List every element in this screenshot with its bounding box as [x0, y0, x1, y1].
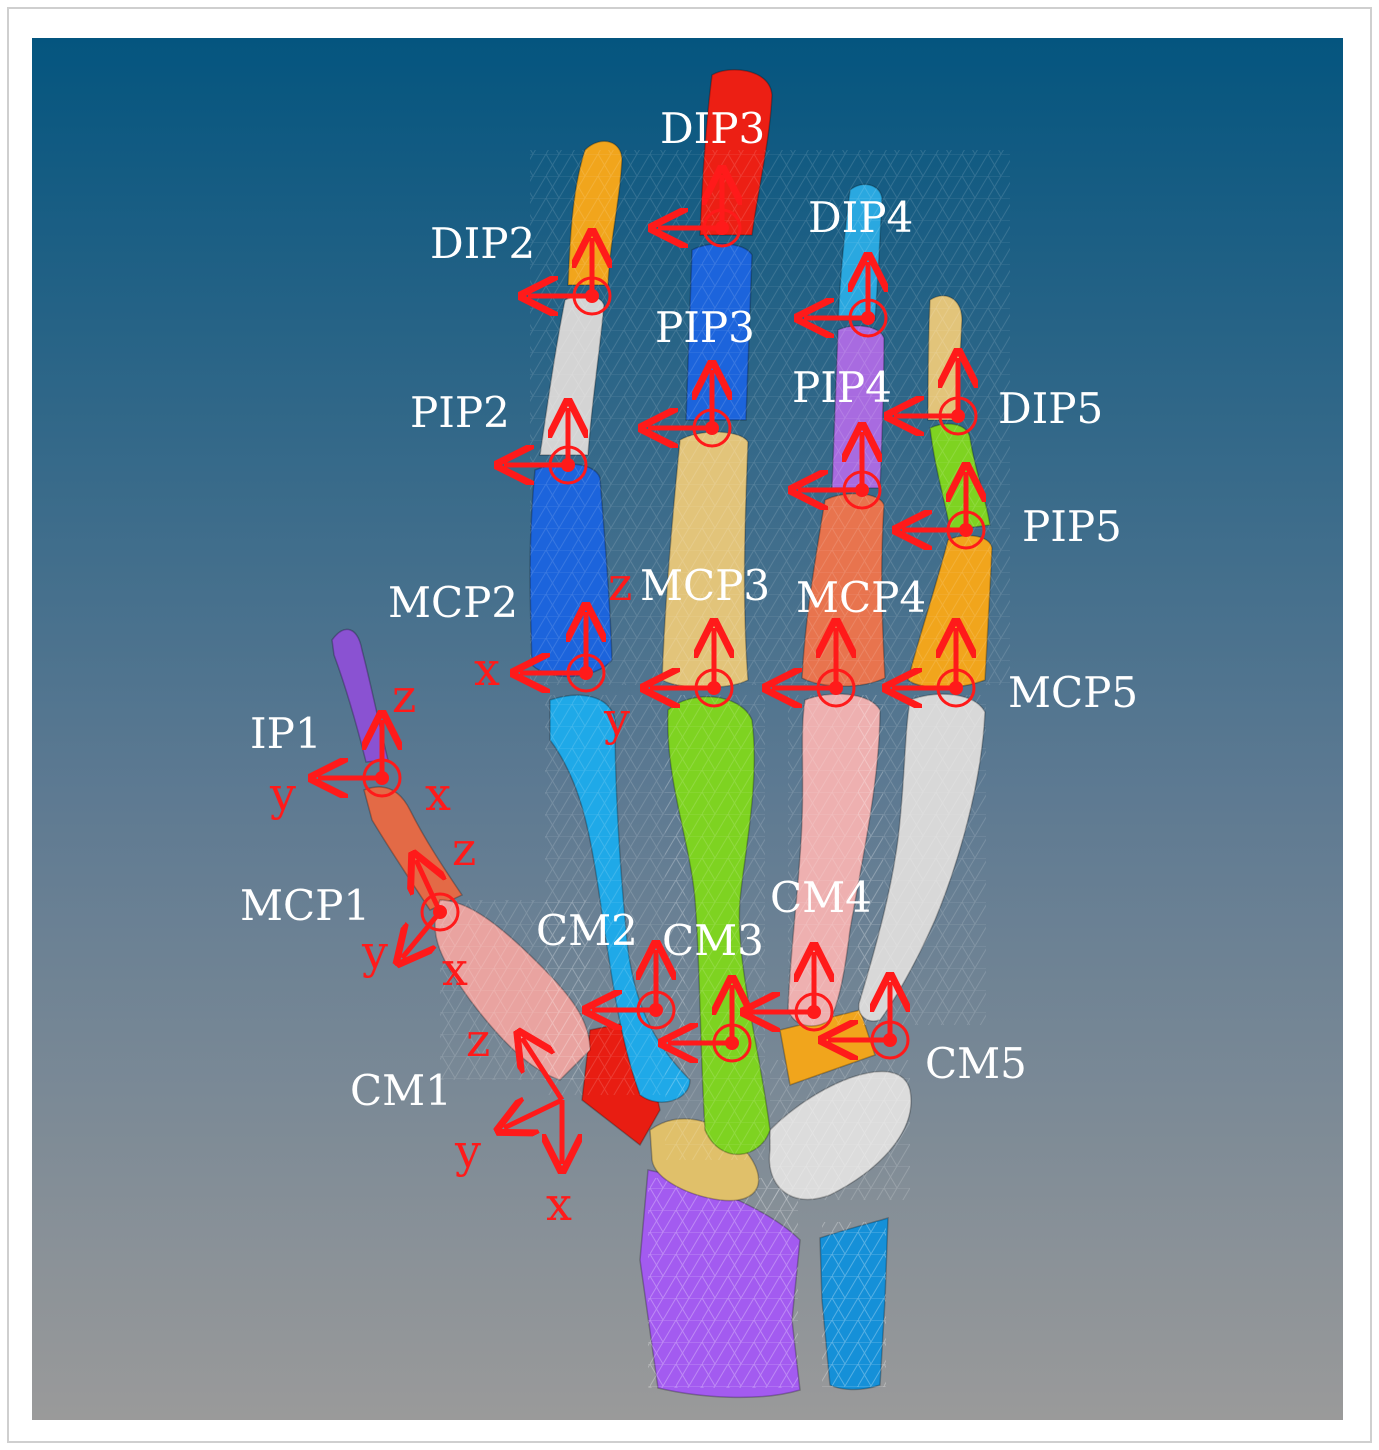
label-mcp5: MCP5: [1008, 668, 1138, 717]
label-dip5: DIP5: [998, 384, 1103, 433]
label-cm5: CM5: [925, 1039, 1027, 1088]
frame-cm2: [592, 950, 674, 1028]
axis-label-z-mcp2: z: [608, 557, 632, 611]
label-mcp2: MCP2: [388, 578, 518, 627]
axis-label-z-cm1: z: [466, 1013, 490, 1067]
label-mcp1: MCP1: [240, 881, 370, 930]
axis-label-x-mcp2: x: [474, 642, 500, 696]
label-dip3: DIP3: [660, 104, 765, 153]
frame-dip3: [658, 175, 740, 246]
frame-mcp2: [520, 612, 604, 691]
label-cm1: CM1: [350, 1066, 452, 1115]
label-cm3: CM3: [662, 916, 764, 965]
label-pip2: PIP2: [410, 388, 510, 437]
frame-mcp3: [650, 628, 732, 706]
frame-pip2: [504, 408, 586, 483]
frame-dip2: [528, 238, 610, 314]
axis-label-z-ip1: z: [392, 669, 416, 723]
frame-mcp1: [402, 860, 460, 958]
axis-label-x-cm1: x: [546, 1177, 572, 1231]
label-pip3: PIP3: [655, 303, 755, 352]
joint-labels: DIP3 DIP2 DIP4 PIP3 PIP2 PIP4 DIP5 PIP5 …: [240, 104, 1138, 1115]
axis-label-y-mcp1: y: [361, 925, 388, 979]
label-pip4: PIP4: [792, 363, 892, 412]
label-cm2: CM2: [536, 906, 638, 955]
axis-label-y-cm1: y: [454, 1124, 481, 1178]
frame-cm3: [668, 985, 750, 1061]
axis-label-x-mcp1: x: [442, 942, 468, 996]
axis-label-y-mcp2: y: [603, 692, 630, 746]
frame-pip3: [648, 370, 730, 446]
axis-label-z-mcp1: z: [452, 822, 476, 876]
axis-label-x-ip1: x: [425, 767, 451, 821]
joint-coordinate-frames: [318, 175, 984, 1164]
frame-pip5: [902, 472, 984, 548]
label-cm4: CM4: [770, 873, 872, 922]
frame-dip5: [894, 358, 976, 434]
label-mcp3: MCP3: [640, 561, 770, 610]
frame-mcp5: [892, 628, 974, 706]
bones: [331, 69, 1010, 1399]
frame-cm1: [504, 1038, 562, 1164]
axis-labels: z x y z y x z y x z y x: [269, 557, 632, 1231]
label-ip1: IP1: [250, 709, 322, 758]
label-dip2: DIP2: [430, 219, 535, 268]
frame-mcp4: [772, 628, 854, 706]
label-mcp4: MCP4: [796, 573, 926, 622]
label-dip4: DIP4: [808, 193, 913, 242]
frame-cm5: [828, 982, 908, 1058]
frame-dip4: [804, 262, 886, 336]
frame-pip4: [798, 432, 880, 508]
frame-cm4: [750, 952, 832, 1030]
frame-ip1: [318, 720, 400, 796]
axis-label-y-ip1: y: [269, 767, 296, 821]
label-pip5: PIP5: [1022, 502, 1122, 551]
